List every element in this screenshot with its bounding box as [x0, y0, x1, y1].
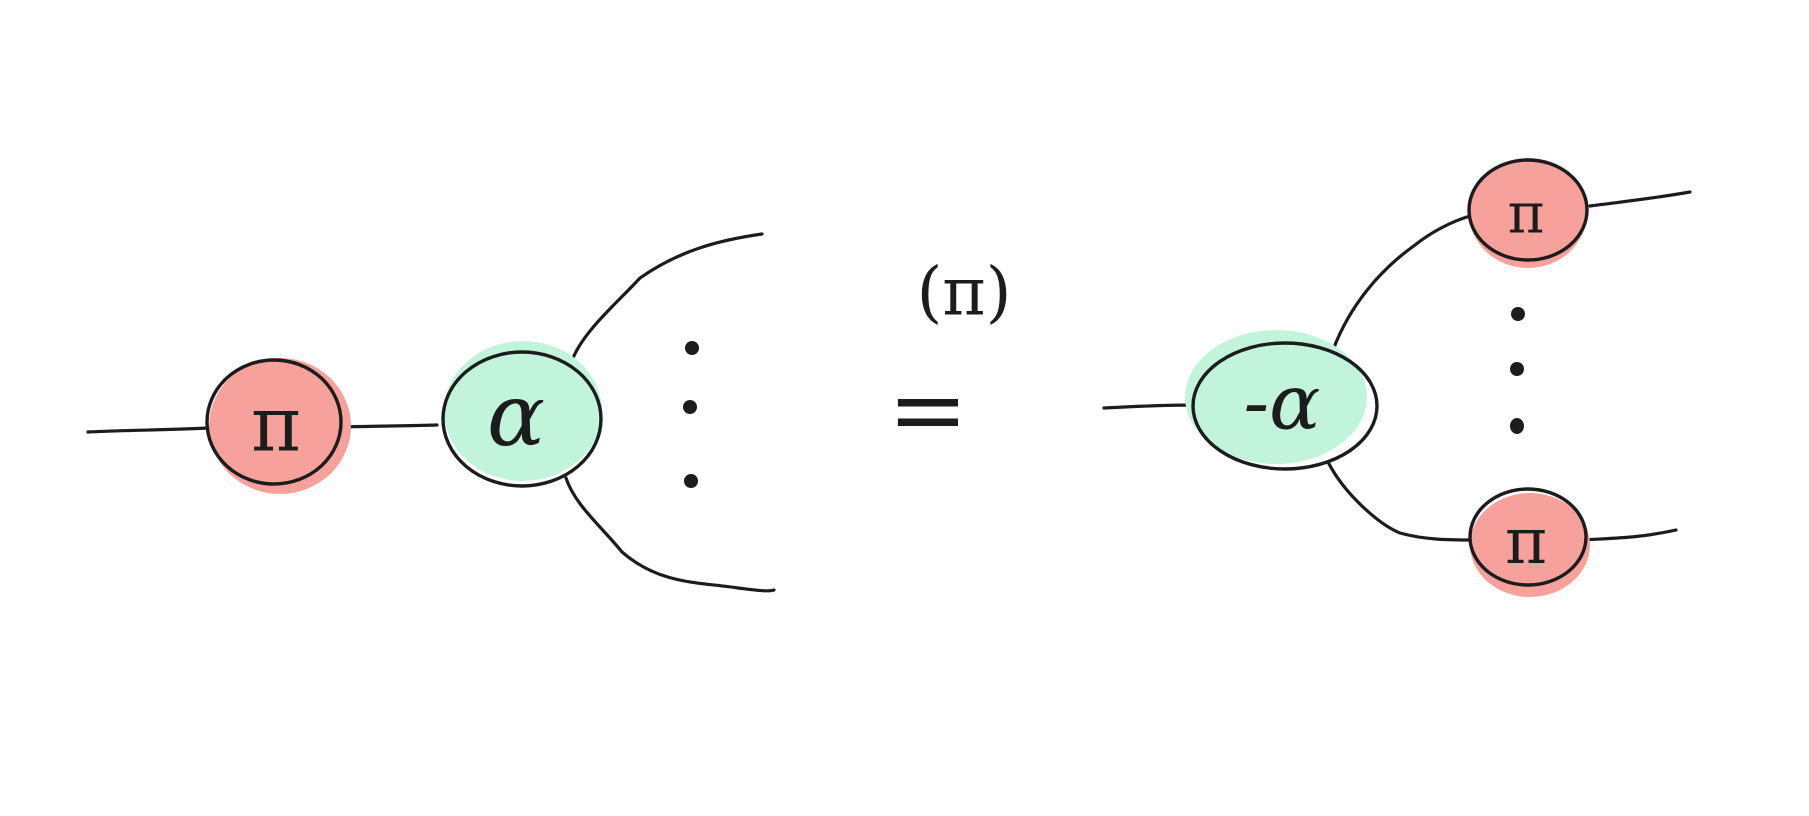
- rhs-ellipsis-dot-top: [1511, 307, 1525, 321]
- lhs-vertical-ellipsis: [683, 341, 699, 488]
- rhs-bottom-pi-label: π: [1505, 505, 1547, 579]
- lhs-diagram: π α: [86, 232, 776, 593]
- lhs-ellipsis-dot-top: [685, 341, 699, 355]
- lhs-alpha-label: α: [487, 366, 545, 466]
- rhs-neg-alpha-spider-outline: [1191, 341, 1379, 471]
- lhs-output-wire-bottom: [564, 476, 776, 593]
- rhs-output-wire-bottom: [1581, 528, 1678, 542]
- rhs-wire-to-bottom-pi: [1326, 460, 1476, 542]
- equals-sign: =: [888, 354, 968, 466]
- lhs-connecting-wire: [340, 423, 439, 429]
- rhs-vertical-ellipsis: [1510, 307, 1525, 434]
- rhs-diagram: -α π π: [1102, 158, 1692, 597]
- lhs-ellipsis-dot-middle: [683, 400, 697, 414]
- rhs-ellipsis-dot-bottom: [1510, 418, 1524, 434]
- rhs-neg-alpha-spider-fill: [1185, 330, 1367, 464]
- rhs-bottom-pi-spider-outline: [1468, 487, 1588, 587]
- rhs-top-pi-spider: π: [1467, 158, 1589, 268]
- rhs-output-wire-top: [1588, 190, 1692, 208]
- lhs-pi-spider: π: [205, 358, 351, 494]
- lhs-pi-spider-outline: [205, 358, 343, 486]
- lhs-input-wire: [86, 426, 210, 434]
- rhs-input-wire: [1102, 403, 1202, 410]
- rhs-ellipsis-dot-middle: [1510, 362, 1524, 376]
- rhs-top-pi-label: π: [1508, 182, 1545, 247]
- lhs-ellipsis-dot-bottom: [684, 474, 698, 488]
- rhs-top-pi-spider-outline: [1467, 158, 1589, 262]
- lhs-pi-spider-fill: [209, 358, 351, 494]
- lhs-alpha-spider-fill: [444, 341, 602, 481]
- rhs-bottom-pi-spider: π: [1468, 487, 1590, 597]
- lhs-output-wire-top: [571, 232, 764, 360]
- rhs-top-pi-spider-fill: [1469, 158, 1587, 268]
- lhs-pi-label: π: [251, 380, 301, 469]
- rhs-neg-alpha-spider: -α: [1185, 330, 1379, 471]
- rhs-wire-to-top-pi: [1331, 214, 1472, 352]
- lhs-alpha-spider: α: [441, 341, 603, 488]
- rule-label: (π): [917, 254, 1012, 331]
- rhs-bottom-pi-spider-fill: [1470, 493, 1590, 597]
- rhs-neg-alpha-label: -α: [1243, 358, 1320, 447]
- lhs-alpha-spider-outline: [441, 350, 603, 488]
- equality: (π) =: [888, 254, 1012, 467]
